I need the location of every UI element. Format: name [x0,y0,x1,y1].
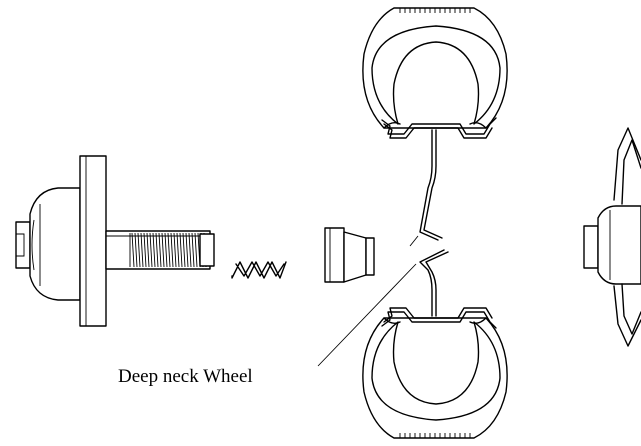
tire-bottom [362,317,508,439]
compression-spring [231,261,287,279]
callout-leader-line [317,263,417,367]
tire-top [362,7,508,129]
wheel-rim-top [381,117,497,247]
right-hub-assembly [583,127,641,347]
callout-label: Deep neck Wheel [118,366,253,387]
cone-adapter [324,227,375,283]
wheel-rim-bottom [381,249,497,329]
shaft-threads [129,232,207,268]
hub-with-threaded-shaft [15,155,215,327]
wheel-callout: Deep neck Wheel [118,263,417,387]
